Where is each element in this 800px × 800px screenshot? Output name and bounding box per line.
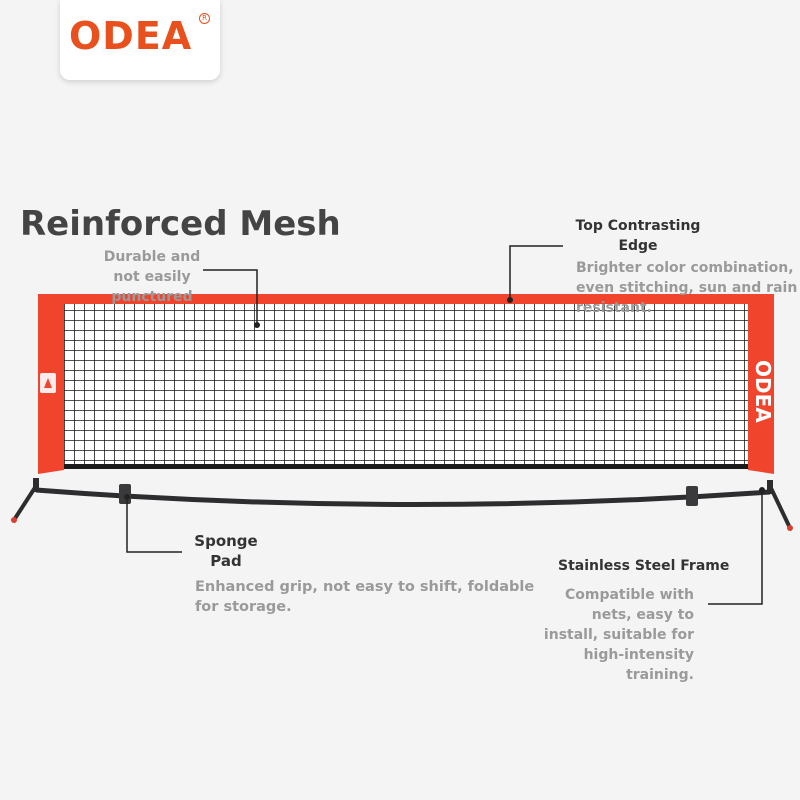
frame-description: Compatible with nets, easy to install, s… [543,587,694,683]
net-top-edge [38,294,774,304]
sponge-pad [686,486,698,506]
frame-title: Stainless Steel Frame [558,558,730,574]
net-bottom-tape [62,464,752,469]
top-edge-description: Brighter color combination, even stitchi… [576,260,798,316]
frame-bar [35,487,771,508]
sponge-pad-description: Enhanced grip, not easy to shift, foldab… [195,579,535,615]
brand-logo-card: ODEA R [60,0,220,80]
net-side-print: ODEA [751,360,775,423]
sponge-pad [119,484,131,504]
callout-line-sponge [126,497,182,553]
sponge-pad-title: Sponge Pad [194,532,258,570]
mesh-description: Durable and not easily punctured [103,249,201,305]
brand-logo: ODEA [69,14,193,58]
mesh-title: Reinforced Mesh [20,204,341,244]
callout-line-top-edge [509,245,563,300]
net-mesh [62,300,750,466]
top-edge-title: Top Contrasting Edge [575,218,701,254]
registered-mark-icon: R [199,13,210,24]
callout-line-frame [708,490,763,605]
net-right-panel [748,296,774,474]
callout-line-mesh [203,269,258,325]
